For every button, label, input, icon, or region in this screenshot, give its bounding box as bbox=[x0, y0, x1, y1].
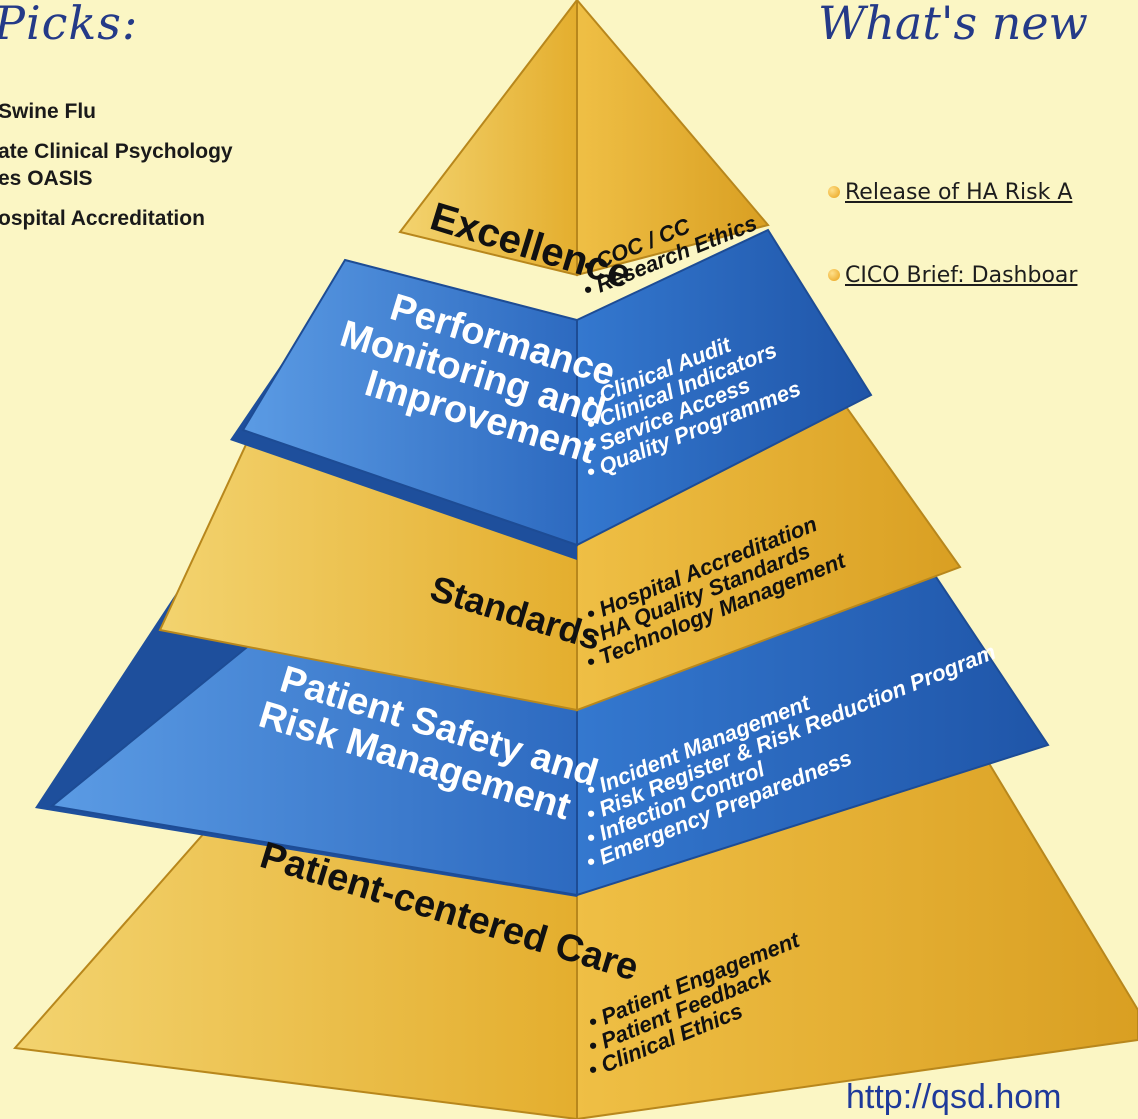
site-url[interactable]: http://qsd.hom bbox=[846, 1078, 1062, 1116]
bullet-icon bbox=[828, 269, 840, 281]
tier-excellence bbox=[398, 0, 770, 277]
picks-item-text: Swine Flu bbox=[0, 100, 97, 123]
picks-item-text: ospital Accreditation bbox=[0, 207, 205, 230]
picks-item-hospital-accreditation[interactable]: ospital Accreditation bbox=[0, 205, 233, 232]
tier-performance bbox=[230, 228, 873, 560]
news-link-text: Release of HA Risk A bbox=[845, 180, 1073, 205]
picks-item-clinical-psychology[interactable]: ate Clinical Psychology es OASIS bbox=[0, 138, 233, 192]
picks-item-text: es OASIS bbox=[0, 167, 93, 190]
whats-new-heading: What's new bbox=[818, 0, 1088, 50]
picks-item-text: ate Clinical Psychology bbox=[0, 140, 233, 163]
picks-heading: Picks: bbox=[0, 0, 139, 50]
news-link-cico-brief[interactable]: CICO Brief: Dashboar bbox=[828, 263, 1077, 288]
picks-item-swine-flu[interactable]: Swine Flu bbox=[0, 98, 233, 125]
bullet-icon bbox=[828, 186, 840, 198]
news-link-risk[interactable]: Release of HA Risk A bbox=[828, 180, 1072, 205]
news-link-text: CICO Brief: Dashboar bbox=[845, 263, 1078, 288]
picks-list: Swine Flu ate Clinical Psychology es OASI… bbox=[0, 98, 233, 245]
